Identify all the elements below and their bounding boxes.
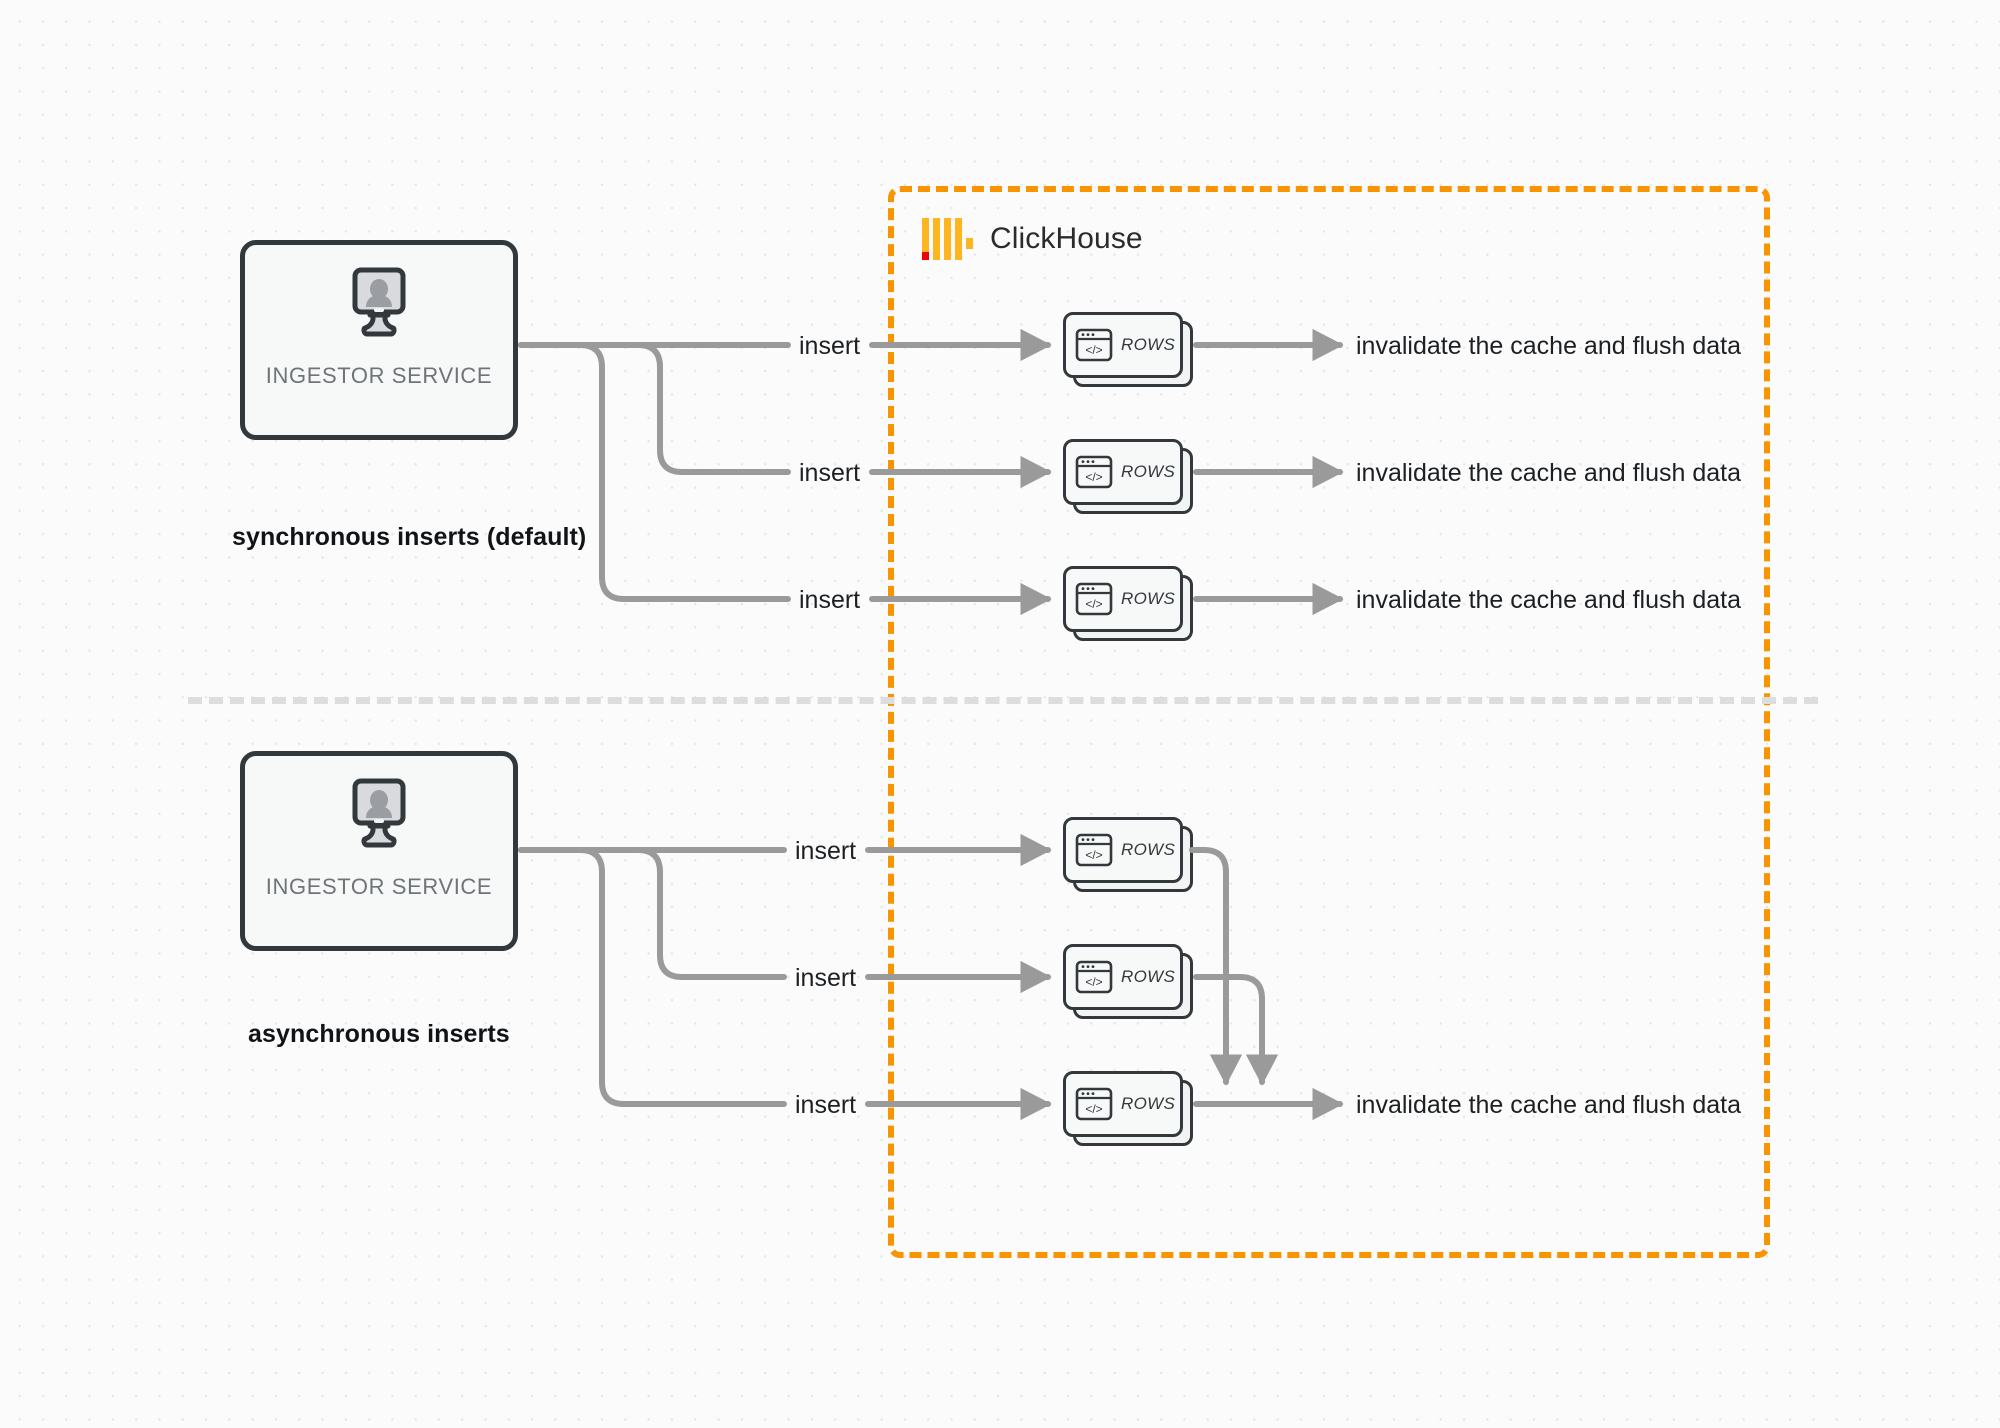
ingestor-service-label: INGESTOR SERVICE xyxy=(265,874,493,899)
outcome-label-sync-3: invalidate the cache and flush data xyxy=(1356,586,1741,614)
edge-label-sync-insert-1: insert xyxy=(799,332,861,360)
rows-node-async-2[interactable]: </> ROWS xyxy=(1063,944,1193,1019)
rows-node-async-3[interactable]: </> ROWS xyxy=(1063,1071,1193,1146)
svg-text:</>: </> xyxy=(1085,1102,1102,1116)
ingestor-service-label: INGESTOR SERVICE xyxy=(265,363,493,388)
rows-node-card[interactable]: </> ROWS xyxy=(1063,566,1183,632)
rows-node-card[interactable]: </> ROWS xyxy=(1063,439,1183,505)
edge-label-async-insert-1: insert xyxy=(795,837,857,865)
rows-node-card[interactable]: </> ROWS xyxy=(1063,1071,1183,1137)
rows-node-card[interactable]: </> ROWS xyxy=(1063,312,1183,378)
clickhouse-logo: ClickHouse xyxy=(922,218,1143,260)
rows-node-label: ROWS xyxy=(1121,335,1176,354)
svg-text:</>: </> xyxy=(1085,470,1102,484)
section-divider xyxy=(188,697,1818,704)
ingestor-service-async[interactable]: INGESTOR SERVICE xyxy=(240,751,518,951)
edge-label-sync-insert-3: insert xyxy=(799,586,861,614)
edge-label-sync-insert-2: insert xyxy=(799,459,861,487)
code-window-icon: </> xyxy=(1075,960,1113,994)
rows-node-card[interactable]: </> ROWS xyxy=(1063,817,1183,883)
clickhouse-logo-icon xyxy=(922,218,973,260)
monitor-user-icon xyxy=(335,267,423,351)
wire-async-out-3 xyxy=(518,847,787,1107)
code-window-icon: </> xyxy=(1075,328,1113,362)
section-caption-synchronous: synchronous inserts (default) xyxy=(232,523,587,551)
outcome-label-async: invalidate the cache and flush data xyxy=(1356,1091,1741,1119)
svg-text:</>: </> xyxy=(1085,848,1102,862)
svg-text:</>: </> xyxy=(1085,597,1102,611)
code-window-icon: </> xyxy=(1075,833,1113,867)
edge-label-async-insert-3: insert xyxy=(795,1091,857,1119)
code-window-icon: </> xyxy=(1075,1087,1113,1121)
svg-text:</>: </> xyxy=(1085,975,1102,989)
ingestor-service-sync[interactable]: INGESTOR SERVICE xyxy=(240,240,518,440)
rows-node-label: ROWS xyxy=(1121,967,1176,986)
rows-node-label: ROWS xyxy=(1121,840,1176,859)
outcome-label-sync-1: invalidate the cache and flush data xyxy=(1356,332,1741,360)
code-window-icon: </> xyxy=(1075,455,1113,489)
code-window-icon: </> xyxy=(1075,582,1113,616)
rows-node-sync-1[interactable]: </> ROWS xyxy=(1063,312,1193,387)
rows-node-card[interactable]: </> ROWS xyxy=(1063,944,1183,1010)
rows-node-label: ROWS xyxy=(1121,462,1176,481)
rows-node-label: ROWS xyxy=(1121,1094,1176,1113)
edge-label-async-insert-2: insert xyxy=(795,964,857,992)
rows-node-sync-2[interactable]: </> ROWS xyxy=(1063,439,1193,514)
section-caption-asynchronous: asynchronous inserts xyxy=(248,1020,510,1048)
rows-node-sync-3[interactable]: </> ROWS xyxy=(1063,566,1193,641)
wire-sync-out-3 xyxy=(518,342,791,602)
clickhouse-boundary xyxy=(888,186,1770,1258)
wire-async-out-2 xyxy=(518,847,787,980)
monitor-user-icon xyxy=(335,778,423,862)
svg-text:</>: </> xyxy=(1085,343,1102,357)
rows-node-async-1[interactable]: </> ROWS xyxy=(1063,817,1193,892)
outcome-label-sync-2: invalidate the cache and flush data xyxy=(1356,459,1741,487)
wire-sync-out-2 xyxy=(518,342,791,475)
rows-node-label: ROWS xyxy=(1121,589,1176,608)
clickhouse-brand-name: ClickHouse xyxy=(990,222,1143,255)
